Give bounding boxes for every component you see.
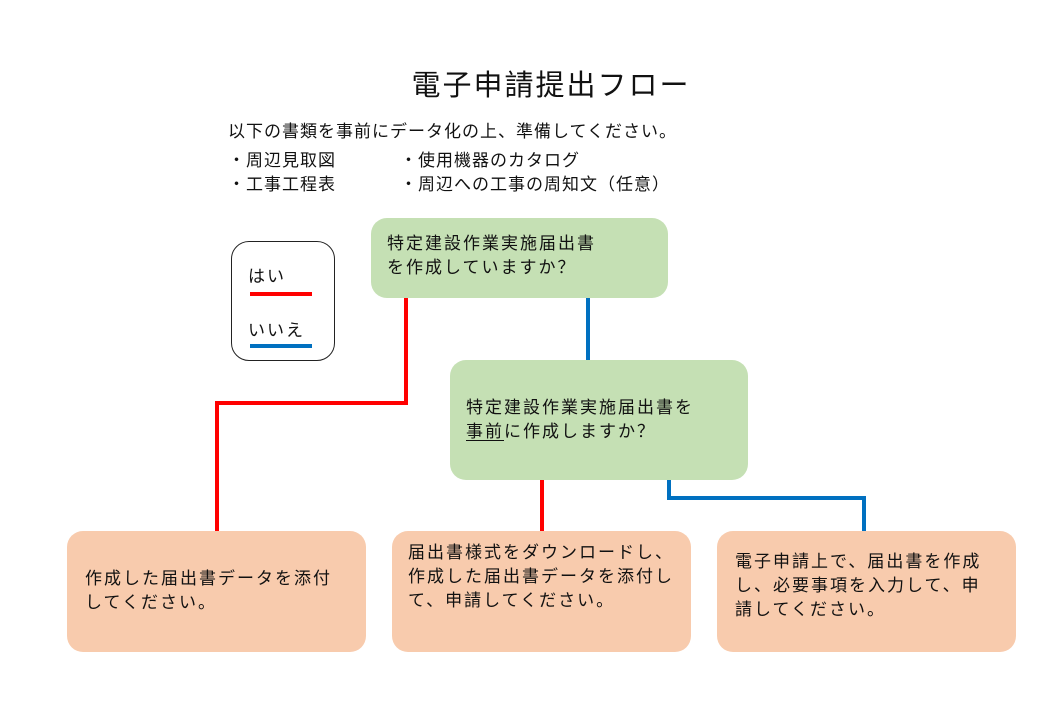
page-title: 電子申請提出フロー [0,62,1040,104]
r3-text: 電子申請上で、届出書を作成し、必要事項を入力して、申請してください。 [735,552,982,620]
legend-no-label: いいえ [248,321,305,341]
title-text: 電子申請提出フロー [411,68,691,102]
legend-no-line [250,344,312,348]
q2-line1: 特定建設作業実施届出書を [466,398,694,418]
legend: はい いいえ [231,241,335,361]
document-item: ・周辺への工事の周知文（任意） [400,175,670,195]
document-item: ・使用機器のカタログ [400,151,580,171]
q2-emphasis: 事前 [466,422,504,442]
result-node-online: 電子申請上で、届出書を作成し、必要事項を入力して、申請してください。 [717,531,1016,652]
intro-text: 以下の書類を事前にデータ化の上、準備してください。 [228,122,677,142]
edge-q2-no-to-r3 [667,480,866,531]
document-item: ・工事工程表 [228,175,336,195]
edge-q1-yes-to-r1 [215,298,408,531]
result-node-attach: 作成した届出書データを添付してください。 [67,531,366,652]
q2-line2: 事前に作成しますか？ [466,420,732,444]
legend-yes-line [250,292,312,296]
q2-line2-rest: に作成しますか？ [504,422,656,442]
result-node-download: 届出書様式をダウンロードし、作成した届出書データを添付して、申請してください。 [392,531,691,652]
legend-yes-label: はい [248,267,286,287]
r1-text: 作成した届出書データを添付してください。 [85,569,332,613]
document-item: ・周辺見取図 [228,151,336,171]
q1-line1: 特定建設作業実施届出書 [387,234,596,254]
q1-line2: を作成していますか？ [387,258,577,278]
question-node-2: 特定建設作業実施届出書を 事前に作成しますか？ [450,360,748,480]
question-node-1: 特定建設作業実施届出書 を作成していますか？ [371,218,668,298]
r2-text: 届出書様式をダウンロードし、作成した届出書データを添付して、申請してください。 [408,543,674,611]
